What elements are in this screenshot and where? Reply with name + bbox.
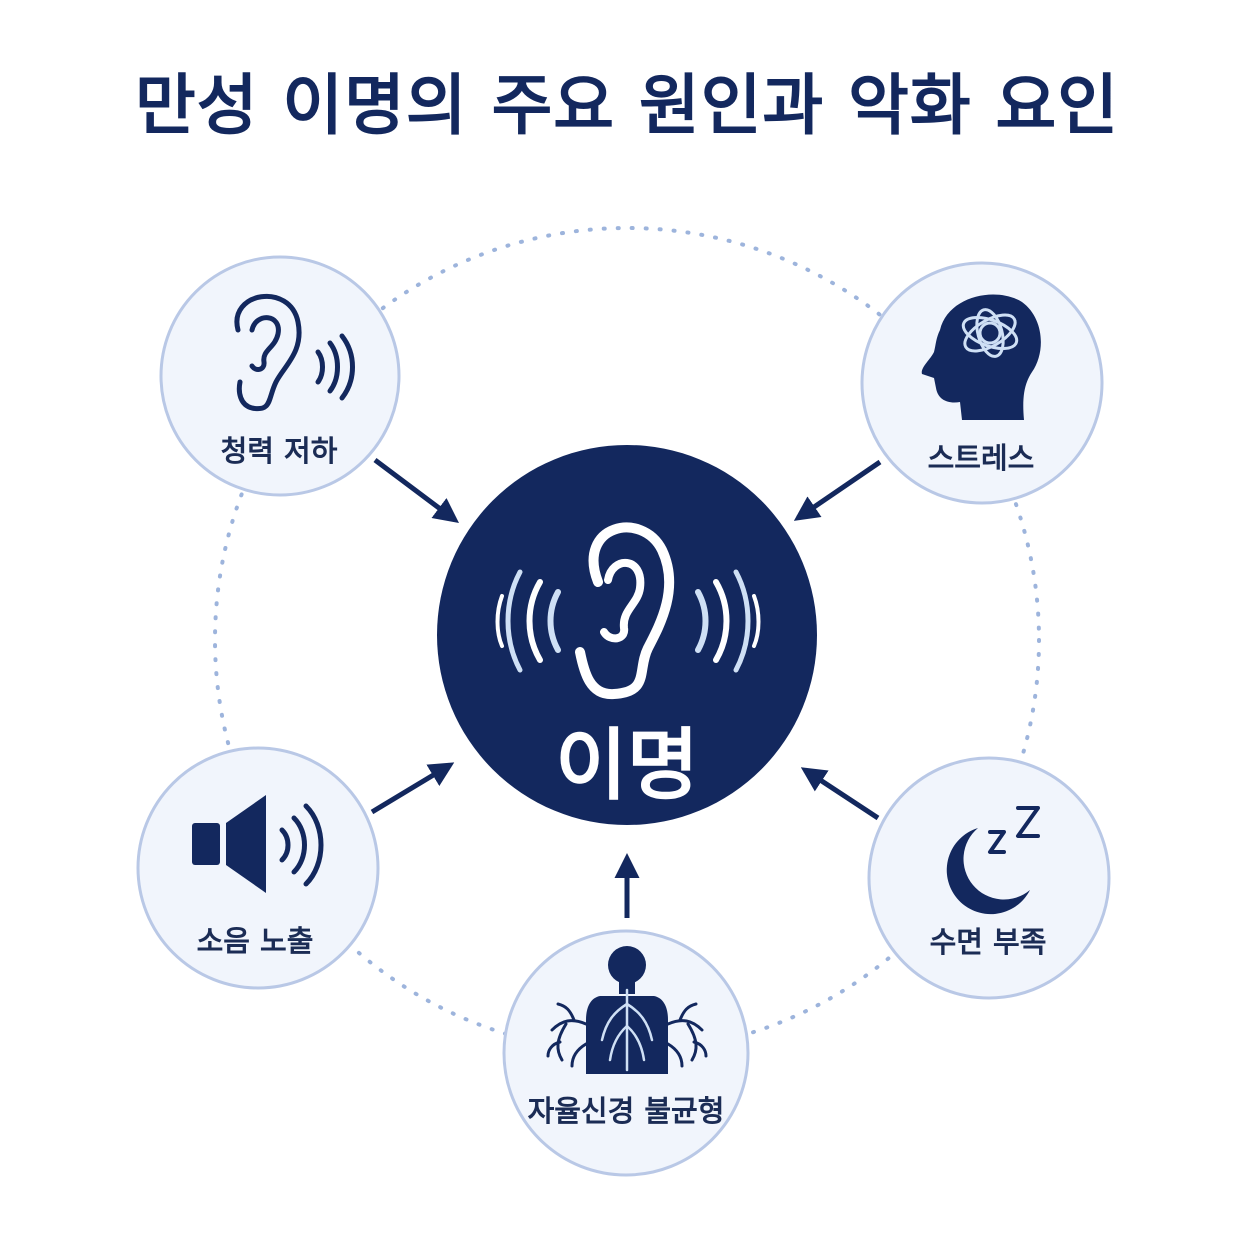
factor-label-hearing-loss: 청력 저하 [221, 434, 338, 468]
speaker-sound-icon [192, 795, 324, 893]
arrow-stress [793, 459, 882, 521]
arrow-noise [370, 762, 455, 815]
factor-label-sleep-deprivation: 수면 부족 [930, 925, 1047, 959]
factor-stress: 스트레스 [860, 261, 1104, 505]
factor-label-noise-exposure: 소음 노출 [197, 924, 314, 958]
torso-nerves-icon [546, 946, 708, 1074]
factor-label-autonomic-imbalance: 자율신경 불균형 [528, 1094, 725, 1128]
ear-hearing-icon [234, 293, 355, 412]
arrows [370, 458, 882, 918]
center-node: 이명 [437, 445, 817, 825]
factor-autonomic-imbalance: 자율신경 불균형 [502, 929, 750, 1177]
center-label: 이명 [555, 721, 699, 811]
ear-with-sound-waves-icon [495, 522, 761, 700]
head-tangled-brain-icon [921, 294, 1041, 420]
arrow-hearing-loss [373, 458, 459, 523]
factor-label-stress: 스트레스 [928, 441, 1035, 475]
arrow-sleep [800, 767, 880, 821]
factor-hearing-loss: 청력 저하 [159, 255, 401, 497]
crescent-moon-zz-icon [946, 806, 1040, 915]
factor-sleep-deprivation: 수면 부족 [867, 756, 1111, 1000]
page-title: 만성 이명의 주요 원인과 악화 요인 [135, 67, 1119, 144]
factor-noise-exposure: 소음 노출 [136, 746, 380, 990]
